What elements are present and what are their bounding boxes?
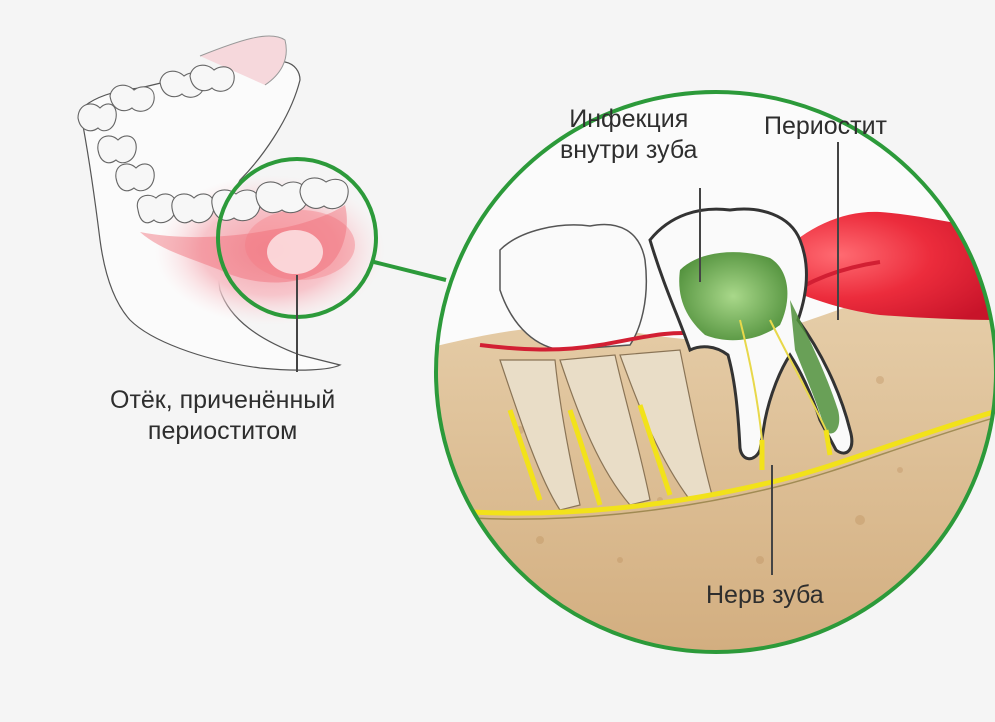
periostitis-label-text: Периостит bbox=[764, 112, 888, 140]
lower-jaw-illustration bbox=[77, 35, 385, 371]
infection-label: Инфекция внутри зуба bbox=[560, 104, 697, 166]
swelling-label-line-1: Отёк, приченённый bbox=[110, 386, 336, 414]
nerve-label: Нерв зуба bbox=[706, 580, 824, 611]
periostitis-label: Периостит bbox=[764, 111, 887, 142]
large-callout-circle bbox=[434, 90, 995, 654]
magnified-view bbox=[434, 90, 995, 654]
swelling-label-line-2: периоститом bbox=[147, 417, 298, 445]
nerve-label-text: Нерв зуба bbox=[706, 581, 824, 609]
swelling-label: Отёк, приченённый периоститом bbox=[110, 385, 335, 447]
infection-label-line-1: Инфекция bbox=[569, 105, 689, 133]
infection-label-line-2: внутри зуба bbox=[560, 136, 698, 164]
callout-connector bbox=[373, 260, 447, 282]
